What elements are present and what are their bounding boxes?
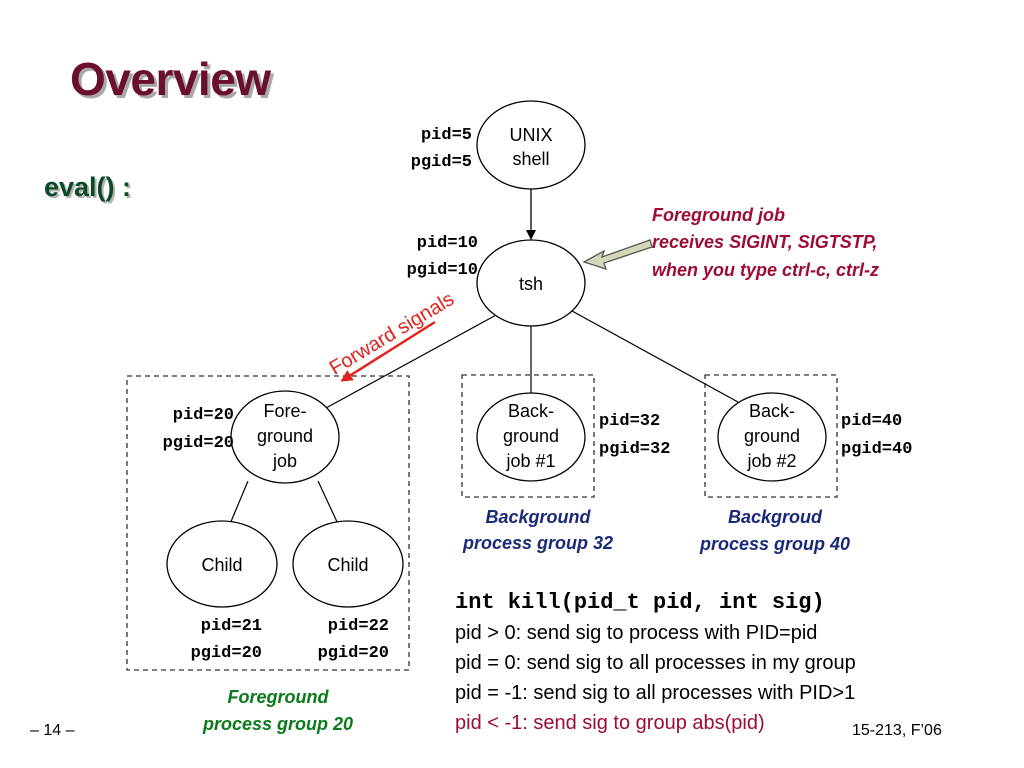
shell-pid-label: pid=5	[421, 126, 472, 145]
svg-text:tsh: tsh	[519, 274, 543, 294]
svg-text:ground: ground	[503, 426, 559, 446]
background-group-32-box	[461, 374, 595, 498]
node-child-1: Child	[166, 520, 278, 608]
signal-pointer-arrow	[582, 239, 653, 271]
node-tsh: tsh	[476, 239, 586, 327]
node-child-2: Child	[292, 520, 404, 608]
node-unix-shell: UNIX shell	[476, 100, 586, 190]
kill-rule-2: pid = 0: send sig to all processes in my…	[455, 652, 856, 674]
svg-text:Foreground job: Foreground job	[652, 205, 785, 225]
foreground-signals-note: Foreground job receives SIGINT, SIGTSTP,…	[652, 205, 879, 280]
page-title: Overview	[70, 53, 271, 105]
svg-text:when you type ctrl-c, ctrl-z: when you type ctrl-c, ctrl-z	[652, 260, 879, 280]
kill-rule-4: pid < -1: send sig to group abs(pid)	[455, 712, 765, 734]
child2-pgid-label: pgid=20	[318, 644, 389, 663]
page-number: – 14 –	[30, 722, 75, 739]
background-group-40-box	[704, 374, 838, 498]
svg-text:job: job	[272, 451, 297, 471]
tsh-pid-label: pid=10	[417, 234, 478, 253]
bg2-pgid-label: pgid=40	[841, 440, 912, 459]
background-group-32-caption: Background process group 32	[462, 507, 613, 553]
svg-text:Back-: Back-	[749, 401, 795, 421]
svg-text:job #1: job #1	[505, 451, 555, 471]
svg-text:job #2: job #2	[746, 451, 796, 471]
page-subtitle: eval() :	[44, 172, 132, 202]
kill-api-description: int kill(pid_t pid, int sig) pid > 0: se…	[455, 588, 856, 738]
svg-text:ground: ground	[744, 426, 800, 446]
svg-text:Background: Background	[485, 507, 591, 527]
bg1-pid-label: pid=32	[599, 412, 660, 431]
svg-text:Back-: Back-	[508, 401, 554, 421]
tsh-pgid-label: pgid=10	[407, 261, 478, 280]
background-group-40-caption: Backgroud process group 40	[699, 507, 850, 554]
node-background-job-1: Back- ground job #1	[476, 392, 586, 482]
edge-fg-child2	[317, 480, 339, 525]
forward-signals-label: Forward signals	[326, 288, 458, 380]
foreground-group-20-caption: Foreground process group 20	[202, 687, 353, 734]
fg-pid-label: pid=20	[173, 406, 234, 425]
child2-pid-label: pid=22	[328, 617, 389, 636]
kill-rule-1: pid > 0: send sig to process with PID=pi…	[455, 622, 818, 644]
svg-text:Child: Child	[327, 555, 368, 575]
kill-rule-3: pid = -1: send sig to all processes with…	[455, 682, 856, 704]
fg-pgid-label: pgid=20	[163, 434, 234, 453]
svg-text:Child: Child	[201, 555, 242, 575]
kill-signature: int kill(pid_t pid, int sig)	[455, 590, 825, 615]
forward-signals-arrow	[340, 320, 436, 382]
shell-pgid-label: pgid=5	[411, 153, 472, 172]
svg-text:process group 20: process group 20	[202, 714, 353, 734]
child1-pgid-label: pgid=20	[191, 644, 262, 663]
svg-text:Foreground: Foreground	[228, 687, 330, 707]
svg-text:Fore-: Fore-	[263, 401, 306, 421]
svg-text:receives SIGINT, SIGTSTP,: receives SIGINT, SIGTSTP,	[652, 232, 877, 252]
svg-text:Backgroud: Backgroud	[728, 507, 823, 527]
edge-tsh-bg2	[571, 310, 739, 403]
node-background-job-2: Back- ground job #2	[717, 392, 827, 482]
course-label: 15-213, F’06	[852, 722, 942, 739]
child1-pid-label: pid=21	[201, 617, 262, 636]
bg1-pgid-label: pgid=32	[599, 440, 670, 459]
svg-text:process group 32: process group 32	[462, 533, 613, 553]
svg-text:ground: ground	[257, 426, 313, 446]
edge-fg-child1	[229, 480, 249, 525]
node-foreground-job: Fore- ground job	[230, 390, 340, 484]
svg-text:shell: shell	[512, 149, 549, 169]
bg2-pid-label: pid=40	[841, 412, 902, 431]
svg-text:process group 40: process group 40	[699, 534, 850, 554]
svg-text:UNIX: UNIX	[509, 125, 552, 145]
edge-tsh-fg	[325, 313, 499, 409]
